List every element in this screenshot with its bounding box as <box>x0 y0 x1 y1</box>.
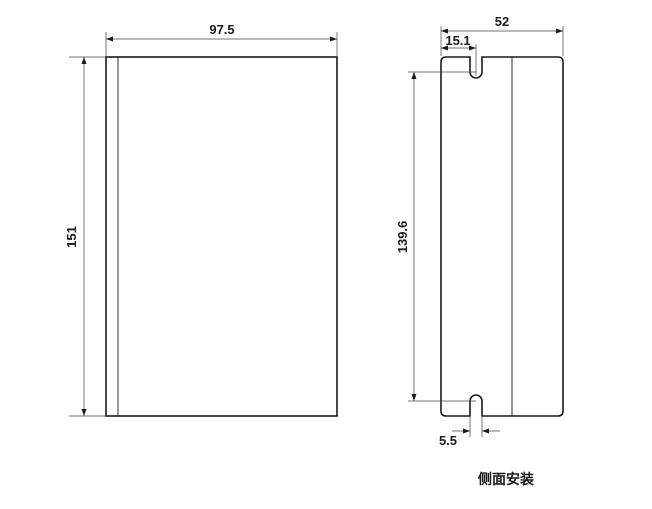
front-height-label: 151 <box>64 226 79 248</box>
side-view-outline <box>440 56 564 417</box>
front-width-label: 97.5 <box>209 22 234 37</box>
slot-offset-label: 15.1 <box>445 33 470 48</box>
slot-width-label: 5.5 <box>439 433 457 448</box>
hole-spacing-label: 139.6 <box>395 221 410 254</box>
front-view: 97.5 151 <box>64 22 338 417</box>
side-width-label: 52 <box>495 14 509 29</box>
front-view-outline <box>105 56 338 417</box>
side-view: 52 15.1 139.6 5.5 <box>395 14 564 448</box>
side-mount-caption: 侧面安装 <box>478 471 535 488</box>
